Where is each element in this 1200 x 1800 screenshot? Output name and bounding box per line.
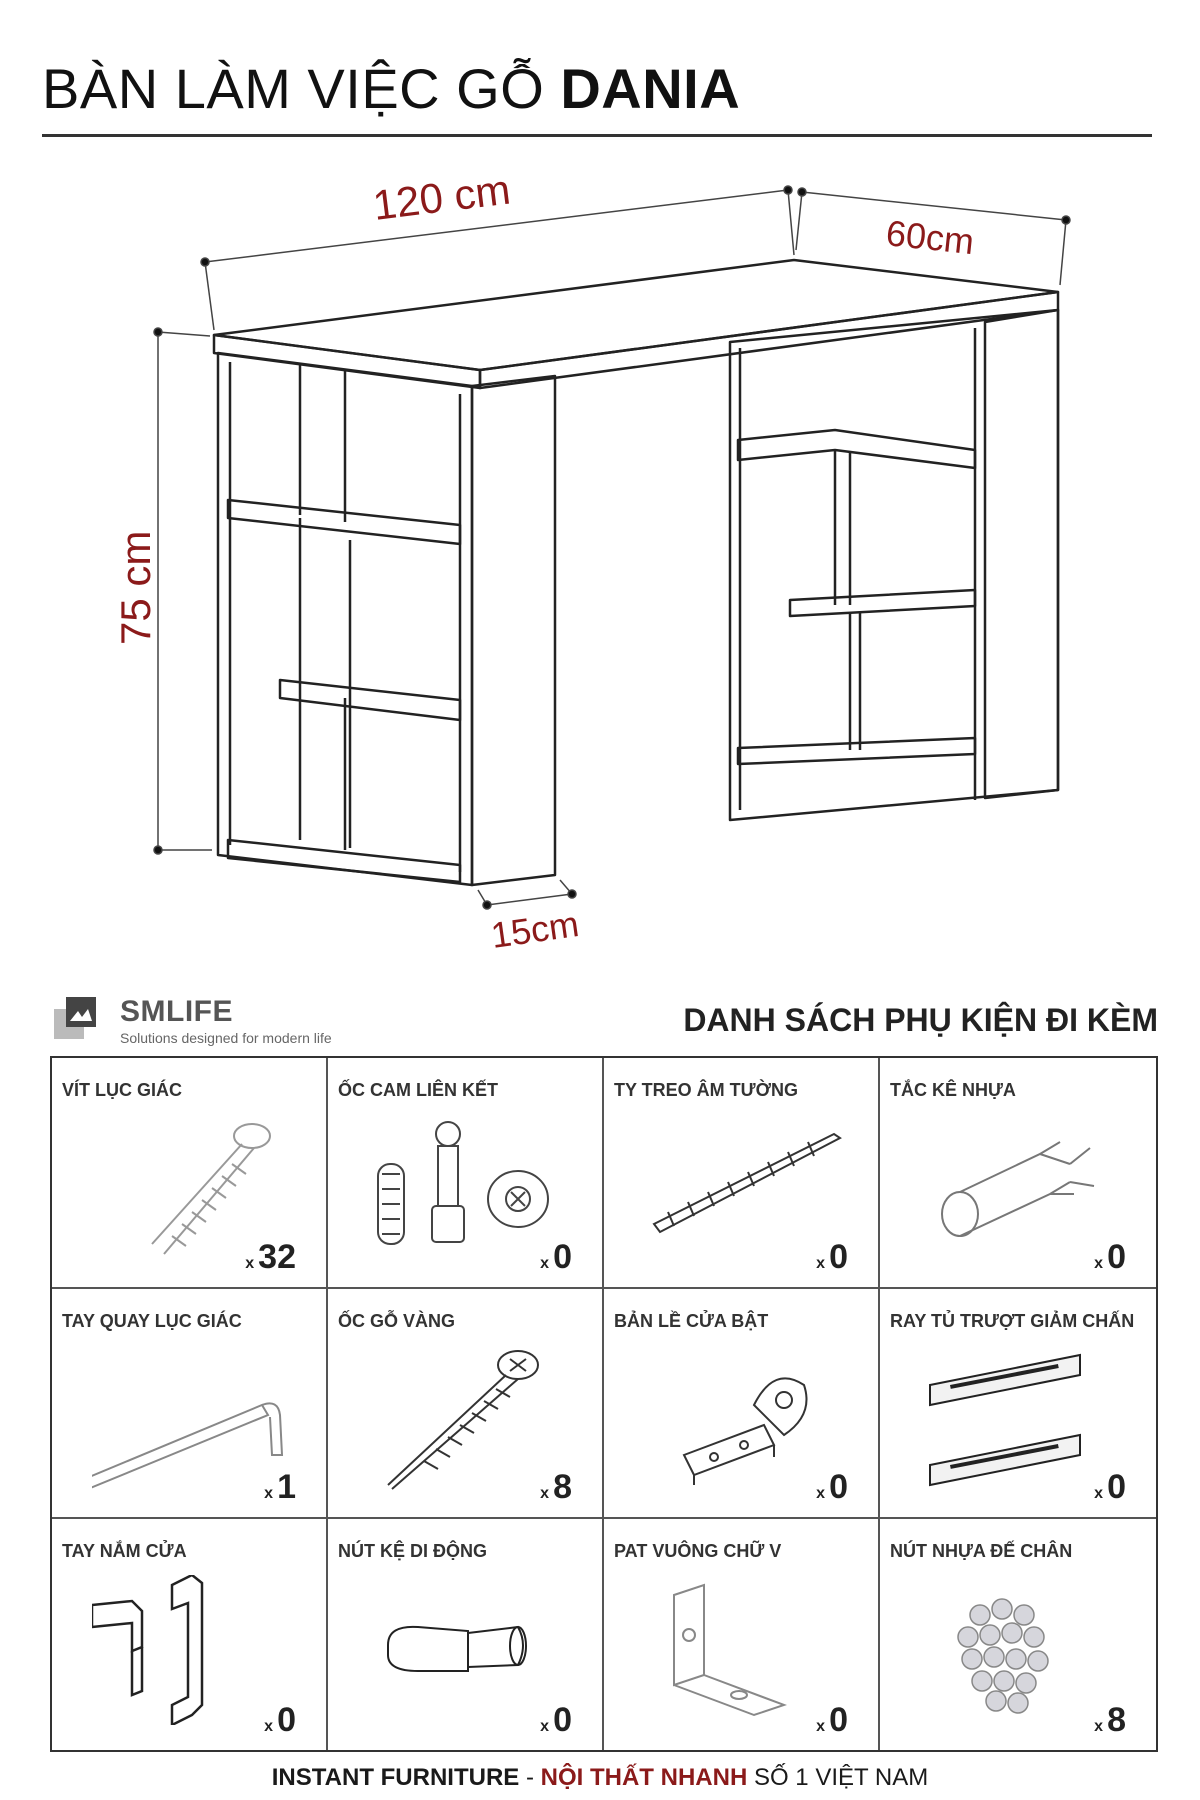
corner-bracket-icon xyxy=(673,1583,787,1717)
accessory-label: NÚT KỆ DI ĐỘNG xyxy=(338,1541,488,1562)
hex-screw-icon xyxy=(151,1123,271,1255)
desk-dimension-drawing: 120 cm 60cm 75 cm 15cm xyxy=(112,165,1071,956)
accessory-label: PAT VUÔNG CHỮ V xyxy=(614,1541,782,1562)
title-prefix: BÀN LÀM VIỆC GỖ xyxy=(42,57,545,120)
width-dimension-label: 120 cm xyxy=(370,165,512,228)
accessory-label: ỐC GỖ VÀNG xyxy=(338,1310,456,1331)
title-product-name: DANIA xyxy=(560,57,741,120)
title-divider xyxy=(42,134,1152,137)
depth-dimension-label: 60cm xyxy=(884,212,976,262)
accessory-label: TAY QUAY LỤC GIÁC xyxy=(62,1310,242,1331)
accessory-label: RAY TỦ TRƯỢT GIẢM CHẤN xyxy=(890,1310,1135,1331)
page-title: BÀN LÀM VIỆC GỖ DANIA xyxy=(42,56,740,121)
accessory-label: BẢN LỀ CỬA BẬT xyxy=(614,1310,769,1331)
brand-tagline: Solutions designed for modern life xyxy=(120,1030,332,1046)
accessory-label: TY TREO ÂM TƯỜNG xyxy=(614,1080,798,1100)
allen-key-icon xyxy=(92,1402,284,1489)
wall-hanger-bolt-icon xyxy=(652,1132,842,1234)
smlife-logo-icon xyxy=(54,997,96,1039)
brand-name: SMLIFE xyxy=(120,995,233,1028)
cam-lock-icon xyxy=(377,1121,549,1245)
door-handle-icon xyxy=(92,1575,204,1726)
accessory-label: TAY NẮM CỬA xyxy=(62,1541,187,1562)
leg-dimension-label: 15cm xyxy=(488,903,581,956)
drawer-rail-icon xyxy=(929,1353,1081,1486)
door-hinge-icon xyxy=(682,1376,808,1485)
wood-screw-icon xyxy=(387,1349,539,1490)
brand-logo: SMLIFE Solutions designed for modern lif… xyxy=(54,995,384,1046)
accessory-label: VÍT LỤC GIÁC xyxy=(62,1080,182,1100)
footer-slogan: INSTANT FURNITURE - NỘI THẤT NHANH SỐ 1 … xyxy=(271,1764,929,1791)
height-dimension-label: 75 cm xyxy=(112,531,159,645)
shelf-pin-icon xyxy=(387,1626,527,1673)
accessory-label: TẮC KÊ NHỰA xyxy=(890,1080,1016,1100)
plastic-anchor-icon xyxy=(941,1141,1095,1237)
accessory-label: NÚT NHỰA ĐẾ CHÂN xyxy=(890,1541,1073,1562)
accessory-label: ỐC CAM LIÊN KẾT xyxy=(338,1080,498,1100)
accessories-title: DANH SÁCH PHỤ KIỆN ĐI KÈM xyxy=(683,1002,1158,1038)
plastic-feet-icon xyxy=(957,1598,1049,1715)
